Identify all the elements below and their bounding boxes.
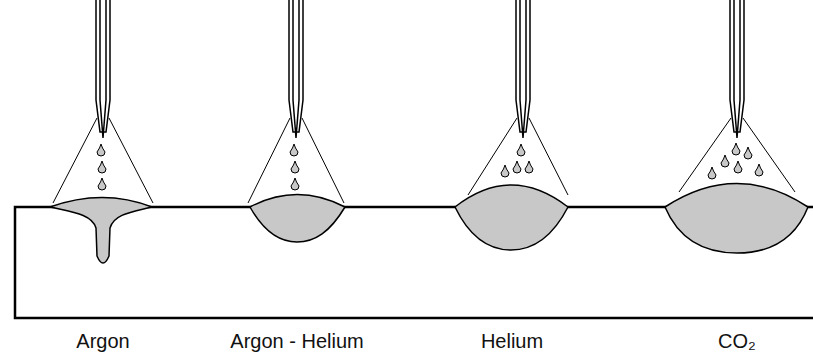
welding-torch <box>53 0 795 203</box>
weld-bead <box>250 195 345 243</box>
weld-bead <box>455 185 568 250</box>
weld-bead <box>665 184 808 254</box>
gas-label: CO₂ <box>718 330 756 352</box>
weld-bead <box>50 198 152 264</box>
gas-label: Argon - Helium <box>230 330 363 352</box>
metal-droplets <box>97 143 763 190</box>
gas-label: Helium <box>481 330 543 352</box>
gas-label: Argon <box>76 330 129 352</box>
